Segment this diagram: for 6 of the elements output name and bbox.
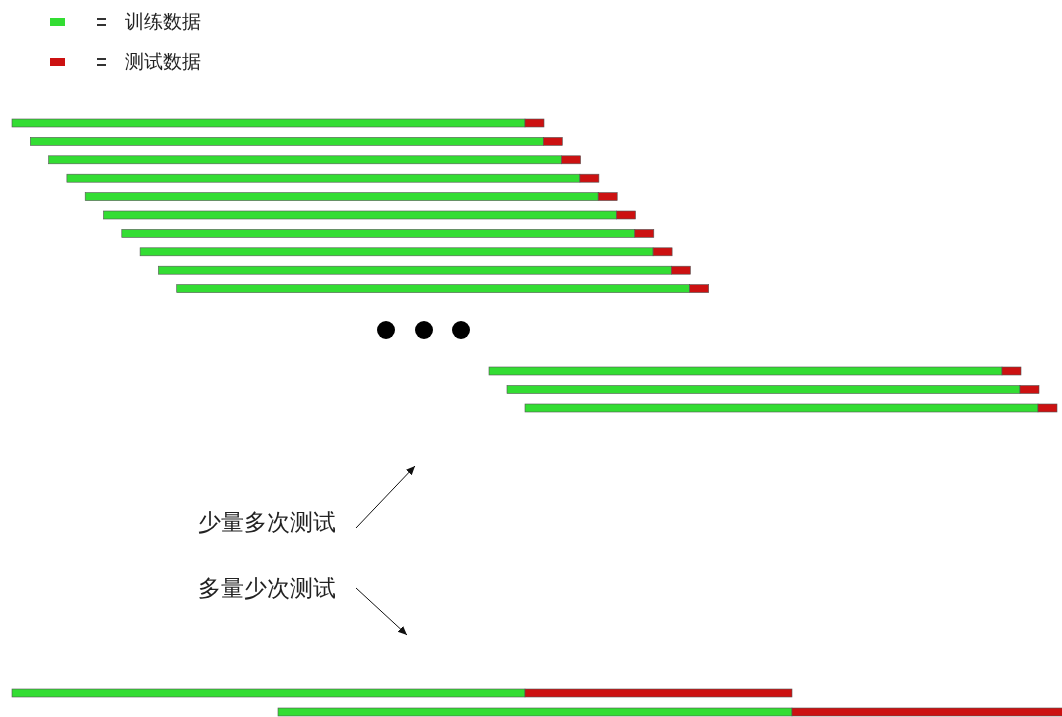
legend-label: 训练数据 [125, 9, 201, 33]
legend-label: 测试数据 [125, 49, 201, 73]
caption-text: 少量多次测试 [198, 508, 356, 536]
caption-text: 多量少次测试 [198, 574, 356, 602]
arrow [355, 465, 416, 529]
arrow [355, 587, 408, 636]
